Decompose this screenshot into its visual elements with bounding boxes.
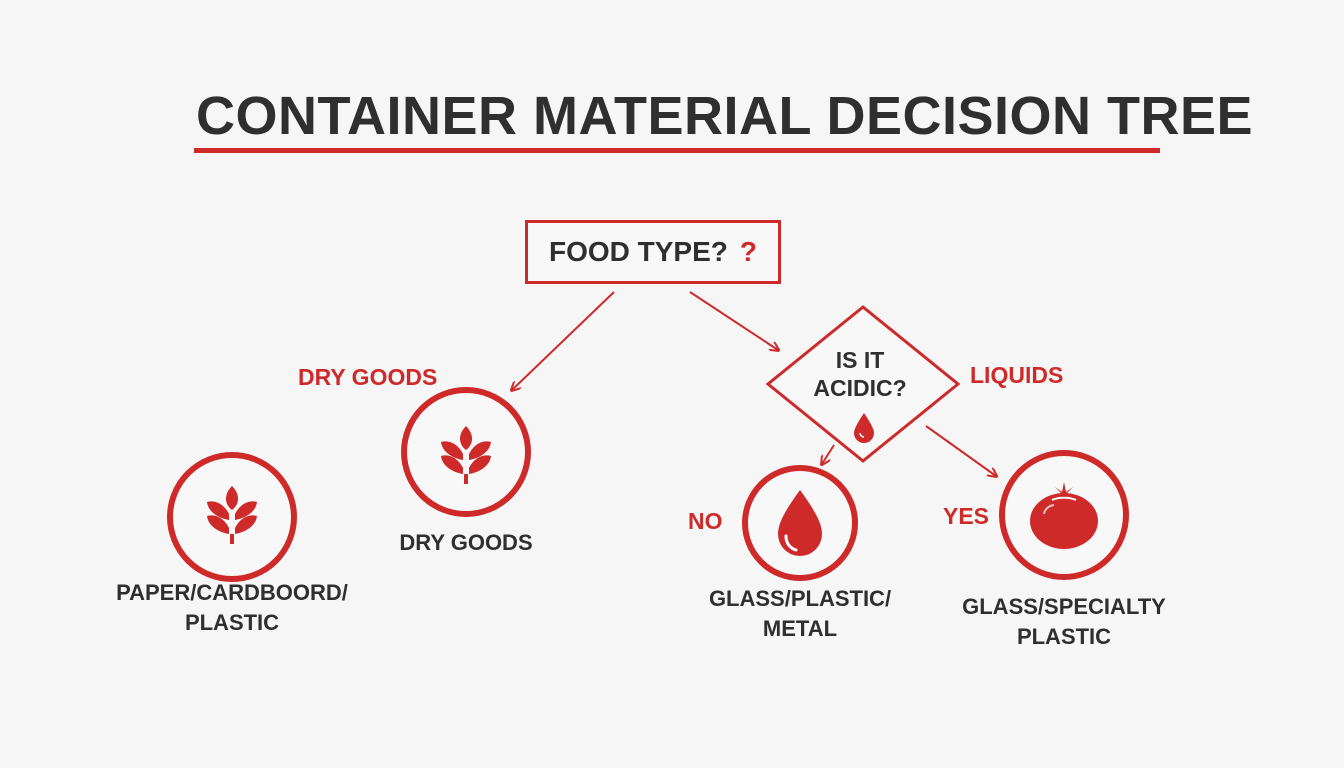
food-type-label: FOOD TYPE? <box>548 236 728 267</box>
question-mark-icon: ? <box>739 236 757 267</box>
branch-label-no: NO <box>688 508 723 534</box>
acidic-question-line1: IS IT <box>835 347 885 373</box>
glass-metal-caption-line1: GLASS/PLASTIC/ <box>708 586 892 611</box>
tomato-icon <box>1030 493 1098 549</box>
decision-drop-icon <box>854 413 874 443</box>
paper-caption-line1: PAPER/CARDBOORD/ <box>116 580 348 605</box>
branch-label-dry-goods: DRY GOODS <box>298 364 438 390</box>
branch-label-liquids: LIQUIDS <box>970 362 1064 388</box>
glass-specialty-caption-line1: GLASS/SPECIALTY <box>962 594 1166 619</box>
paper-caption-line2: PLASTIC <box>184 610 280 635</box>
diagram-title: CONTAINER MATERIAL DECISION TREE <box>196 86 1254 146</box>
title-underline <box>194 148 1160 153</box>
paper-circle <box>167 452 297 582</box>
paper-caption: PAPER/CARDBOORD/ PLASTIC <box>94 578 370 638</box>
dry-goods-caption: DRY GOODS <box>399 530 533 555</box>
glass-metal-caption: GLASS/PLASTIC/ METAL <box>680 584 920 644</box>
arrow-to-yes <box>925 425 996 476</box>
dry-goods-circle <box>401 387 531 517</box>
acidic-question-line2: ACIDIC? <box>813 375 907 401</box>
branch-label-yes: YES <box>943 503 990 529</box>
arrow-to-no <box>822 444 835 464</box>
glass-specialty-caption: GLASS/SPECIALTY PLASTIC <box>944 592 1184 652</box>
arrow-to-dry-goods <box>512 291 615 390</box>
glass-metal-caption-line2: METAL <box>762 616 838 641</box>
arrow-to-acidic <box>689 291 778 350</box>
glass-specialty-caption-line2: PLASTIC <box>1016 624 1112 649</box>
water-drop-icon <box>778 490 822 556</box>
food-type-node: FOOD TYPE? ? <box>525 220 781 284</box>
acidic-question: IS IT ACIDIC? <box>790 346 930 402</box>
acidic-decision-diamond <box>765 305 961 463</box>
